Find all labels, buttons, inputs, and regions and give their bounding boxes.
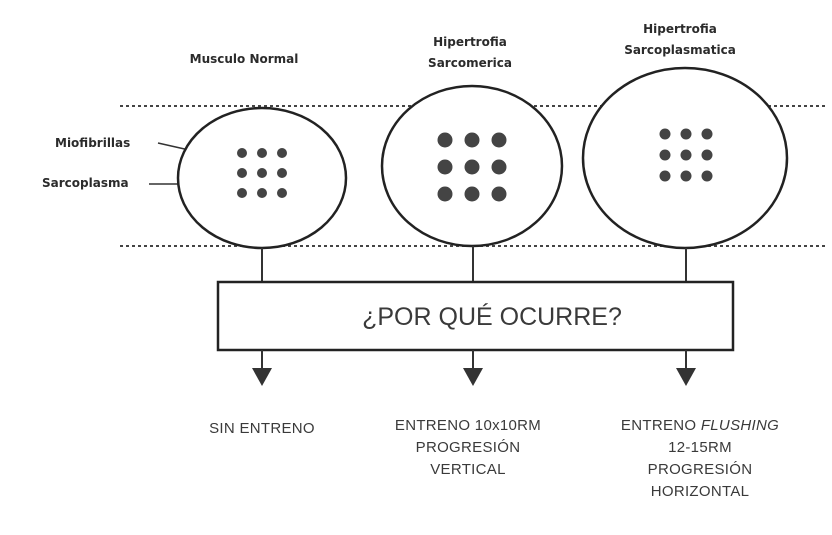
normal-myofibril-dots [237, 148, 287, 198]
myofibril-dot [491, 186, 507, 202]
myofibril-dot [237, 188, 247, 198]
myofibril-dot [277, 148, 287, 158]
myofibril-dot [277, 168, 287, 178]
myofibril-dot [680, 170, 692, 182]
label-sarcoplasmic-line2: Sarcoplasmatica [624, 43, 736, 57]
myofibril-dot [464, 186, 480, 202]
myofibril-dot [659, 170, 671, 182]
label-sarcomeric-line2: Sarcomerica [428, 56, 512, 70]
outcome-sarcomeric-line3: VERTICAL [430, 461, 505, 478]
myofibril-dot [680, 149, 692, 161]
myofibril-dot [464, 159, 480, 175]
label-normal-muscle: Musculo Normal [190, 52, 299, 66]
question-box [216, 280, 735, 352]
myofibril-dot [257, 168, 267, 178]
myofibril-dot [464, 132, 480, 148]
outcome-sarcoplasmic-line3: PROGRESIÓN [648, 461, 753, 478]
myofibril-dot [437, 132, 453, 148]
arrow-down-normal [252, 350, 272, 386]
myofibril-dot [237, 168, 247, 178]
outcome-sarcoplasmic-flushing: FLUSHING [701, 417, 779, 434]
label-sarcoplasm: Sarcoplasma [42, 176, 129, 190]
myofibril-dot [491, 159, 507, 175]
outcome-sarcoplasmic-line1: ENTRENO FLUSHING [621, 417, 779, 434]
outcome-sarcomeric-line2: PROGRESIÓN [416, 439, 521, 456]
myofibril-dot [257, 148, 267, 158]
myofibril-dot [701, 170, 713, 182]
myofibril-dot [701, 149, 713, 161]
myofibril-dot [659, 128, 671, 140]
myofibril-dot [437, 159, 453, 175]
label-myofibrils: Miofibrillas [55, 136, 130, 150]
myofibril-dot [277, 188, 287, 198]
myofibril-dot [701, 128, 713, 140]
sarcomeric-myofibril-dots [437, 132, 507, 202]
myofibril-dot [491, 132, 507, 148]
outcome-sarcoplasmic-prefix: ENTRENO [621, 417, 701, 434]
label-sarcoplasmic-line1: Hipertrofia [643, 22, 717, 36]
sarcoplasmic-myofibril-dots [659, 128, 713, 182]
label-sarcomeric-line1: Hipertrofia [433, 35, 507, 49]
myofibril-dot [257, 188, 267, 198]
arrow-down-sarcoplasmic [676, 350, 696, 386]
outcome-sarcoplasmic-line4: HORIZONTAL [651, 483, 750, 500]
myofibril-dot [237, 148, 247, 158]
arrow-down-sarcomeric [463, 350, 483, 386]
myofibril-dot [659, 149, 671, 161]
myofibril-dot [680, 128, 692, 140]
outcome-sarcomeric-line1: ENTRENO 10x10RM [395, 417, 541, 434]
myofibril-dot [437, 186, 453, 202]
outcome-sarcoplasmic-line2: 12-15RM [668, 439, 732, 456]
question-text: ¿POR QUÉ OCURRE? [362, 302, 622, 331]
outcome-none-line1: SIN ENTRENO [209, 420, 315, 437]
